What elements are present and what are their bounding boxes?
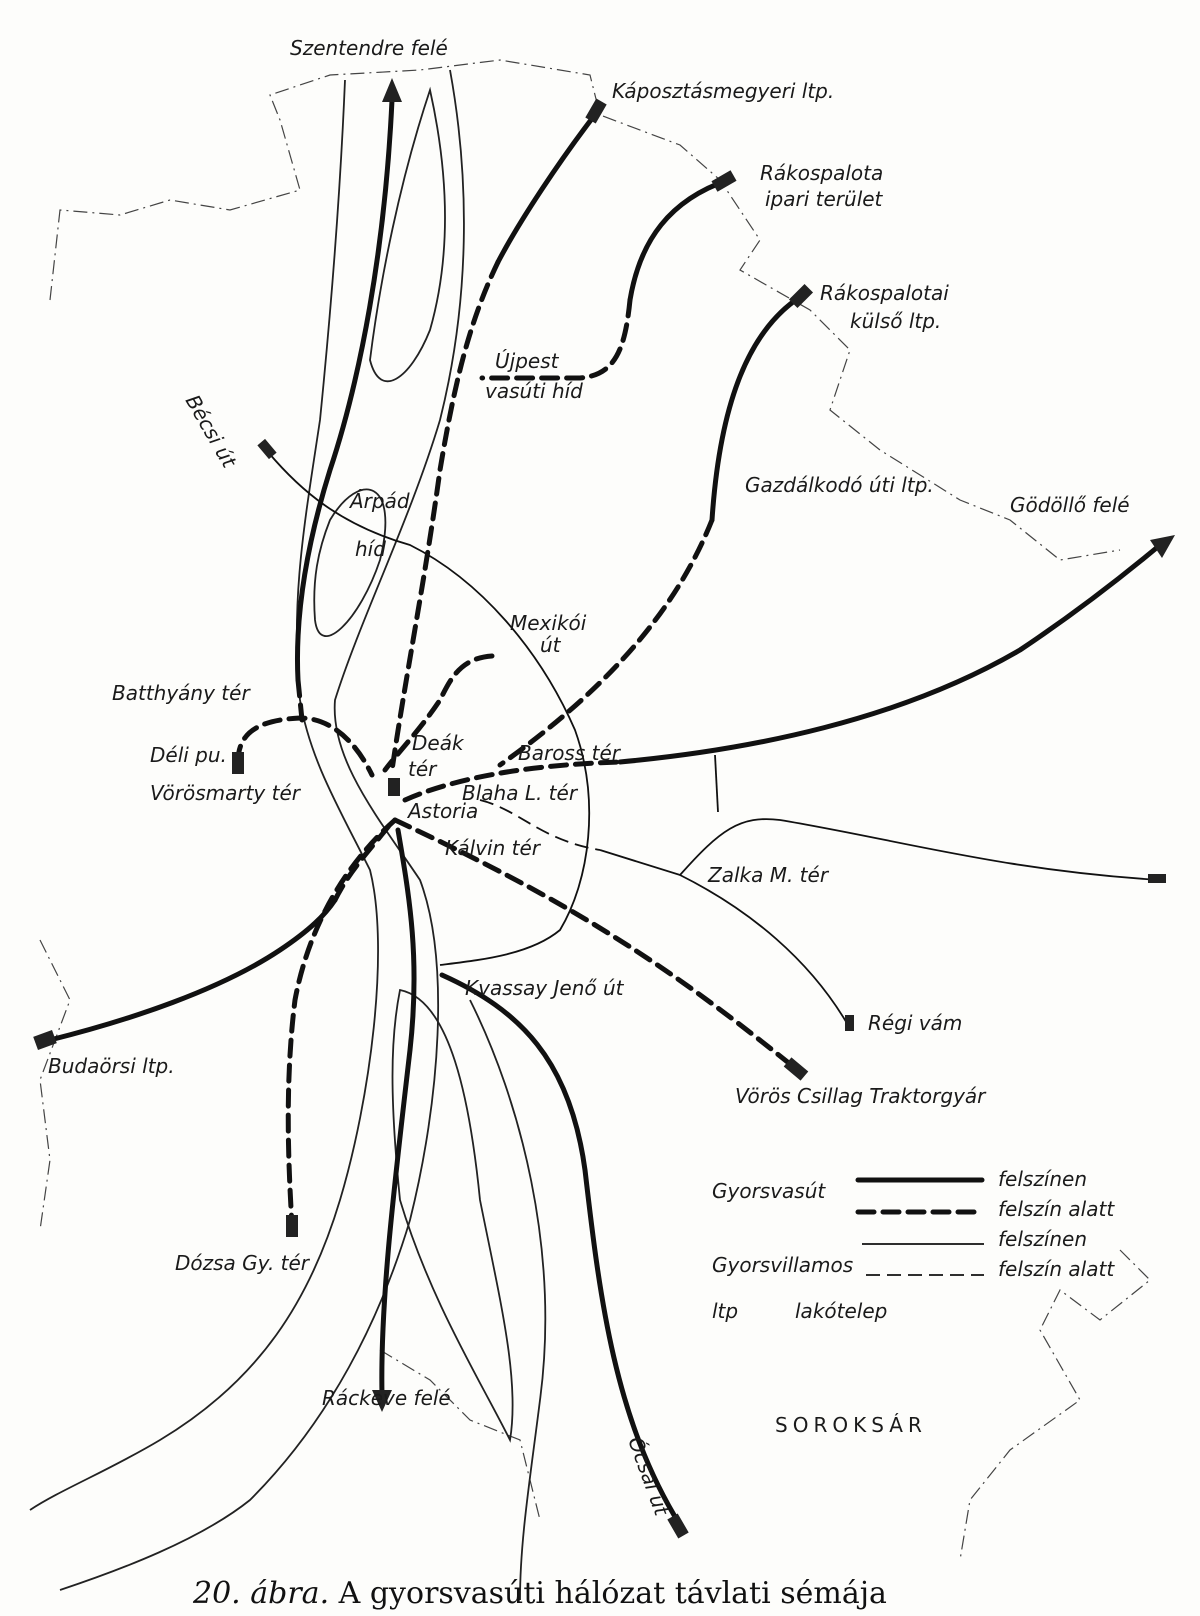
terminal-zalka-east bbox=[1148, 874, 1166, 883]
line-batthyany-underground bbox=[235, 715, 375, 778]
label-voros-csillag: Vörös Csillag Traktorgyár bbox=[735, 1084, 987, 1108]
danube-left-bank bbox=[29, 79, 379, 1511]
label-rakospalotai-kulso-1: Rákospalotai bbox=[820, 281, 949, 305]
label-vorosmarty: Vörösmarty tér bbox=[150, 781, 302, 805]
label-arpad-1: Árpád bbox=[348, 489, 410, 513]
label-astoria: Astoria bbox=[406, 799, 478, 823]
line-rakospalota-ipari bbox=[627, 177, 731, 303]
label-deak-2: tér bbox=[408, 757, 438, 781]
legend-gyorsvillamos: Gyorsvillamos bbox=[712, 1253, 853, 1277]
caption: 20. ábra. A gyorsvasúti hálózat távlati … bbox=[192, 1576, 887, 1611]
legend-gyorsvasut: Gyorsvasút bbox=[712, 1179, 826, 1203]
terminal-budaorsi bbox=[33, 1030, 57, 1050]
label-baross: Baross tér bbox=[518, 741, 622, 765]
label-rakospalota-ipari-1: Rákospalota bbox=[760, 161, 883, 185]
legend-ltp-abbr: ltp bbox=[712, 1299, 738, 1323]
label-godollo: Gödöllő felé bbox=[1010, 493, 1130, 517]
margit-island bbox=[313, 488, 387, 637]
label-szentendre: Szentendre felé bbox=[290, 36, 448, 60]
label-soroksar: SOROKSÁR bbox=[775, 1413, 927, 1437]
tram-baross-branch bbox=[714, 754, 719, 813]
line-ocsai bbox=[439, 972, 683, 1528]
label-kaposztas: Káposztásmegyeri ltp. bbox=[612, 79, 834, 103]
tram-becsi-ring bbox=[267, 451, 591, 966]
terminal-becsi bbox=[257, 438, 277, 460]
legend-rail-surface: felszínen bbox=[998, 1167, 1087, 1191]
label-rakospalota-ipari-2: ipari terület bbox=[765, 187, 884, 211]
terminal-kaposztas bbox=[585, 98, 607, 124]
terminal-rakospalotai-kulso bbox=[788, 283, 814, 309]
label-deli: Déli pu. bbox=[150, 743, 227, 767]
tram-regi-vam bbox=[679, 874, 849, 1026]
label-becsi: Bécsi út bbox=[181, 391, 242, 473]
legend: Gyorsvasút felszínen felszín alatt Gyors… bbox=[712, 1167, 1115, 1323]
label-blaha: Blaha L. tér bbox=[462, 781, 579, 805]
line-rakospalotai-kulso bbox=[709, 294, 803, 523]
line-rackeve bbox=[379, 827, 417, 1398]
line-godollo bbox=[617, 542, 1163, 765]
tram-zalka bbox=[599, 818, 1161, 881]
legend-ltp-full: lakótelep bbox=[795, 1299, 887, 1323]
arrow-godollo bbox=[1150, 535, 1175, 558]
terminal-dozsa bbox=[286, 1215, 298, 1237]
label-budaorsi: Budaörsi ltp. bbox=[48, 1054, 175, 1078]
city-boundary-south bbox=[959, 1249, 1151, 1561]
arrow-szentendre bbox=[382, 78, 402, 102]
rackeve-danube bbox=[469, 999, 547, 1601]
label-kalvin: Kálvin tér bbox=[445, 836, 542, 860]
city-boundary bbox=[49, 59, 1121, 561]
city-boundary-s bbox=[379, 1349, 541, 1521]
label-ujpest-2: vasúti híd bbox=[485, 379, 583, 403]
label-regi-vam: Régi vám bbox=[868, 1011, 962, 1035]
label-deak-1: Deák bbox=[412, 731, 465, 755]
label-dozsa: Dózsa Gy. tér bbox=[175, 1251, 311, 1275]
terminal-deak bbox=[388, 778, 400, 796]
terminal-voros-csillag bbox=[783, 1057, 809, 1081]
legend-tram-surface: felszínen bbox=[998, 1227, 1087, 1251]
label-ujpest-1: Újpest bbox=[495, 349, 560, 373]
label-zalka: Zalka M. tér bbox=[707, 863, 830, 887]
line-kaposztas-underground bbox=[389, 259, 501, 773]
line-kulso-underground bbox=[497, 517, 715, 768]
line-budaorsi-underground bbox=[332, 819, 395, 903]
arrow-rackeve bbox=[372, 1390, 392, 1412]
caption-text: A gyorsvasúti hálózat távlati sémája bbox=[338, 1576, 887, 1611]
line-ujpest-underground bbox=[479, 297, 633, 381]
label-mexikoi-2: út bbox=[540, 633, 562, 657]
label-mexikoi-1: Mexikói bbox=[510, 611, 587, 635]
caption-number: 20. ábra. bbox=[192, 1576, 329, 1611]
label-arpad-2: híd bbox=[355, 537, 386, 561]
line-kaposztas bbox=[495, 109, 600, 265]
line-szentendre-underground bbox=[295, 677, 305, 723]
legend-tram-underground: felszín alatt bbox=[998, 1257, 1115, 1281]
label-ocsai: Ócsai út bbox=[623, 1434, 674, 1520]
city-boundary-sw bbox=[39, 939, 71, 1231]
label-kvassay: Kvassay Jenő út bbox=[465, 976, 625, 1000]
line-dozsa-underground bbox=[285, 817, 398, 1228]
terminal-ocsai bbox=[667, 1513, 689, 1539]
danube-island-north bbox=[369, 86, 446, 383]
csepel-island bbox=[391, 988, 514, 1443]
label-batthyany: Batthyány tér bbox=[112, 681, 251, 705]
label-gazdalkodo: Gazdálkodó úti ltp. bbox=[745, 473, 934, 497]
line-szentendre bbox=[294, 97, 395, 683]
line-voros-csillag-underground bbox=[392, 817, 798, 1071]
line-mexikoi-underground bbox=[382, 653, 495, 773]
tram-blaha-underground bbox=[479, 799, 601, 851]
terminal-regi-vam bbox=[845, 1015, 854, 1031]
legend-rail-underground: felszín alatt bbox=[998, 1197, 1115, 1221]
label-rakospalotai-kulso-2: külső ltp. bbox=[850, 309, 941, 333]
terminal-rakospalota-ipari bbox=[711, 170, 737, 192]
danube-right-bank bbox=[59, 69, 465, 1591]
label-rackeve: Ráckeve felé bbox=[322, 1386, 451, 1410]
terminal-deli bbox=[232, 752, 244, 774]
